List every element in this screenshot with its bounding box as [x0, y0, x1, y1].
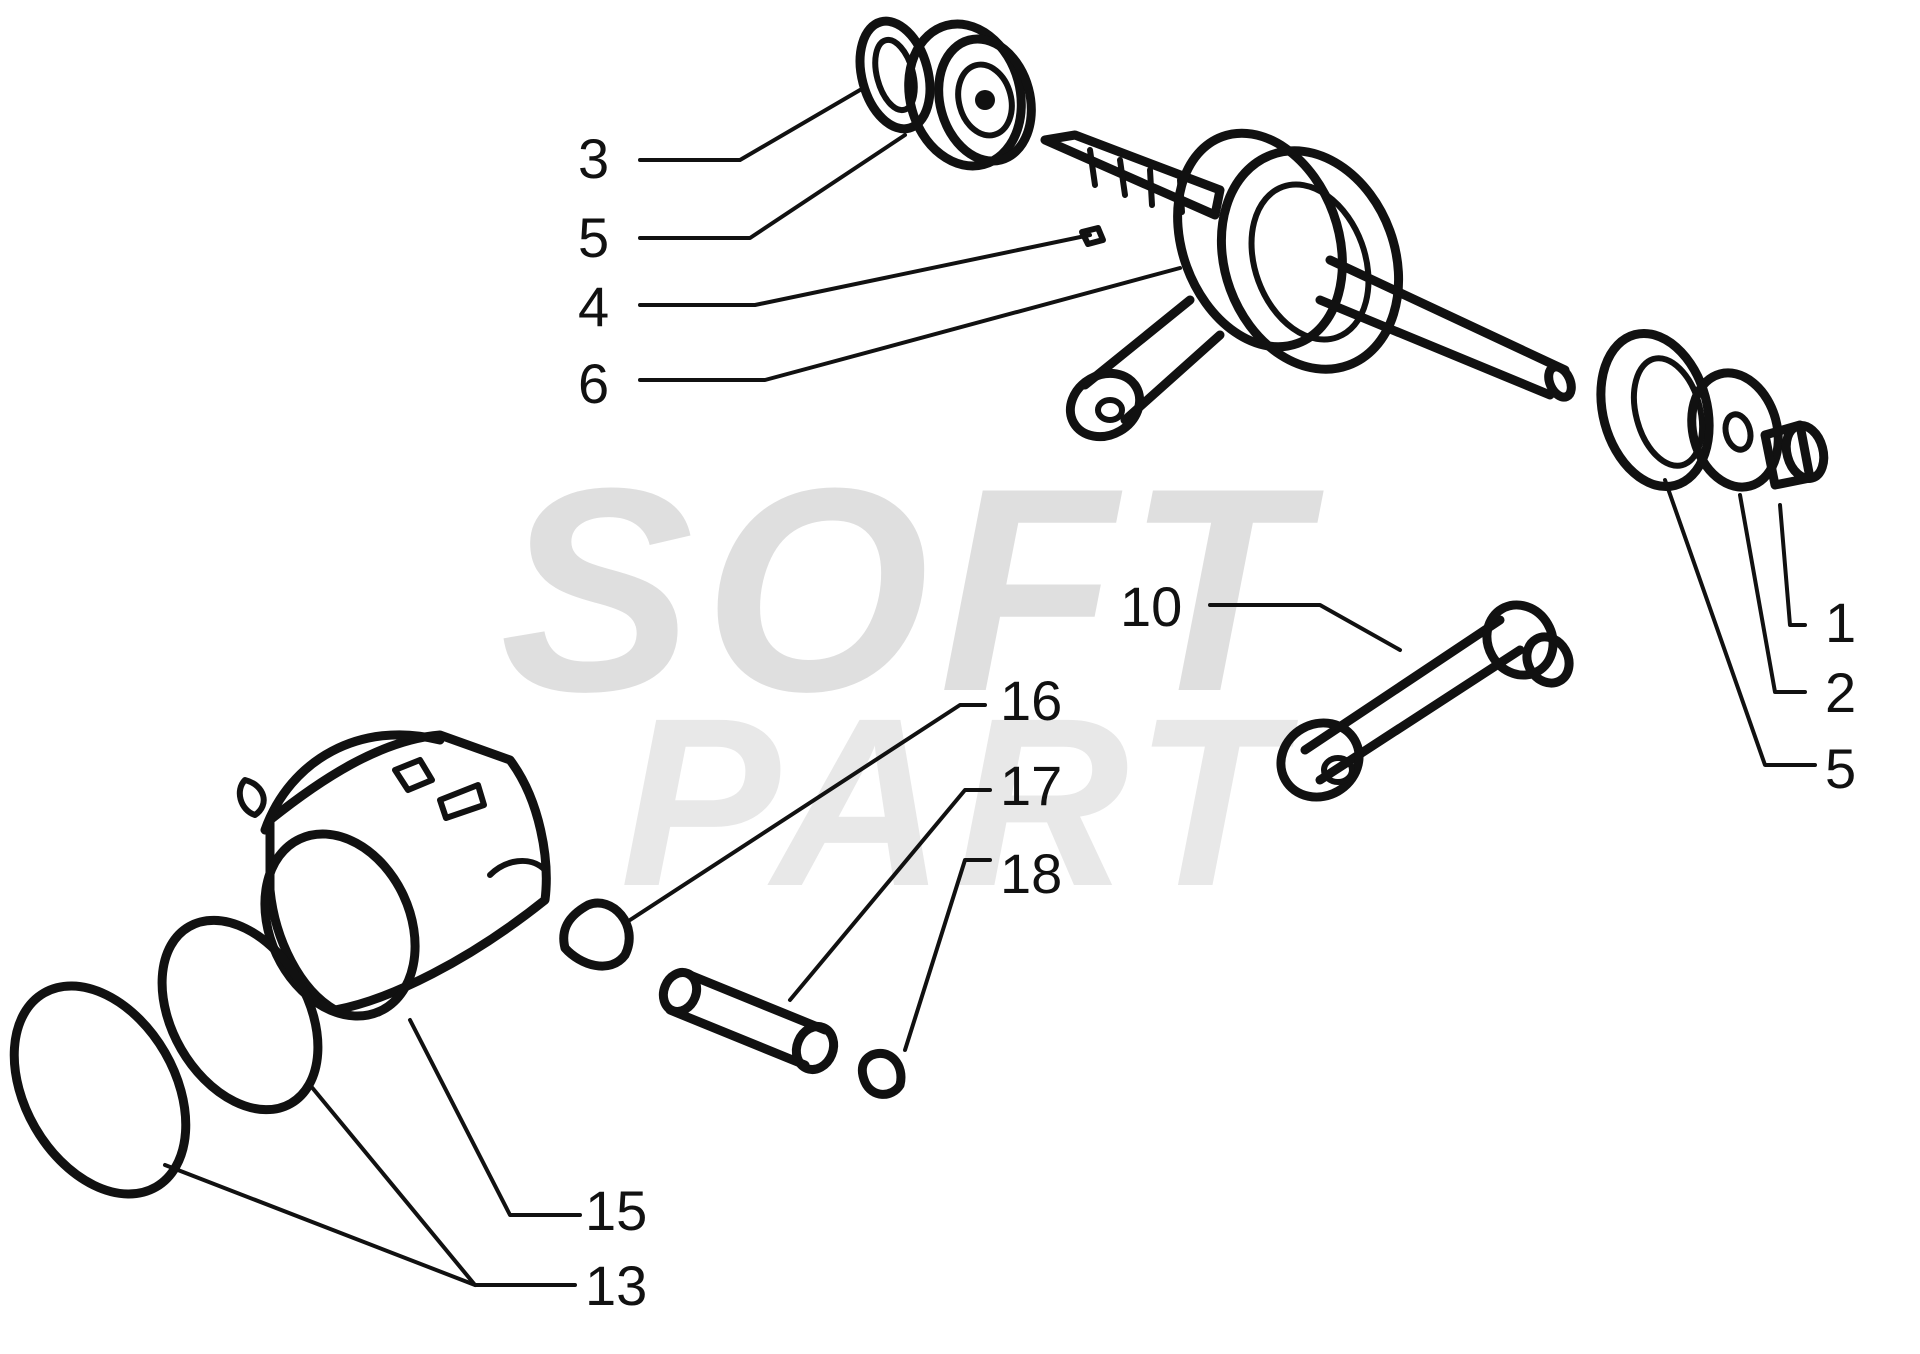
callout-1: 1 — [1825, 591, 1856, 654]
callout-18: 18 — [1000, 842, 1062, 905]
part-6-crankshaft — [1040, 128, 1576, 442]
callout-5-right: 5 — [1825, 737, 1856, 800]
callout-6: 6 — [578, 352, 609, 415]
leader-lines — [163, 88, 1817, 1287]
leader-17 — [788, 788, 992, 1002]
leader-16 — [628, 703, 987, 922]
leader-18 — [903, 858, 992, 1052]
part-2-washer-right — [1687, 368, 1783, 492]
leader-5a — [638, 133, 907, 240]
part-5-bearing-left — [904, 19, 1036, 171]
leader-3 — [638, 88, 862, 162]
leader-13a — [308, 1083, 577, 1287]
watermark-line-1: SOFT — [500, 428, 1326, 752]
callout-labels: 3 5 4 6 10 1 2 5 16 17 18 15 13 — [578, 127, 1856, 1317]
leader-10 — [1208, 603, 1402, 652]
callout-15: 15 — [585, 1179, 647, 1242]
callout-10: 10 — [1120, 575, 1182, 638]
leader-1 — [1778, 503, 1807, 627]
callout-4: 4 — [578, 275, 609, 338]
watermark-line-2: PART — [620, 668, 1299, 936]
part-17-piston-pin — [658, 968, 839, 1074]
part-10-connecting-rod — [1276, 600, 1574, 802]
leader-4 — [638, 233, 1092, 307]
leader-13b — [163, 1163, 477, 1287]
part-18-clip — [857, 1048, 906, 1099]
callout-2: 2 — [1825, 661, 1856, 724]
part-1-spacer — [1760, 420, 1829, 490]
callout-17: 17 — [1000, 754, 1062, 817]
callout-16: 16 — [1000, 669, 1062, 732]
part-13-piston-rings — [9, 915, 323, 1199]
callout-13: 13 — [585, 1254, 647, 1317]
watermark: SOFT PART — [500, 428, 1326, 936]
leader-15 — [408, 1018, 582, 1217]
part-5-bearing-right — [1596, 328, 1714, 492]
leader-2 — [1738, 493, 1807, 694]
part-16-circlip — [559, 898, 634, 971]
part-15-piston — [236, 730, 551, 1021]
leader-6 — [638, 266, 1182, 382]
leader-5b — [1663, 478, 1817, 767]
part-4-key — [1079, 225, 1106, 247]
callout-5-top: 5 — [578, 206, 609, 269]
callout-3: 3 — [578, 127, 609, 190]
